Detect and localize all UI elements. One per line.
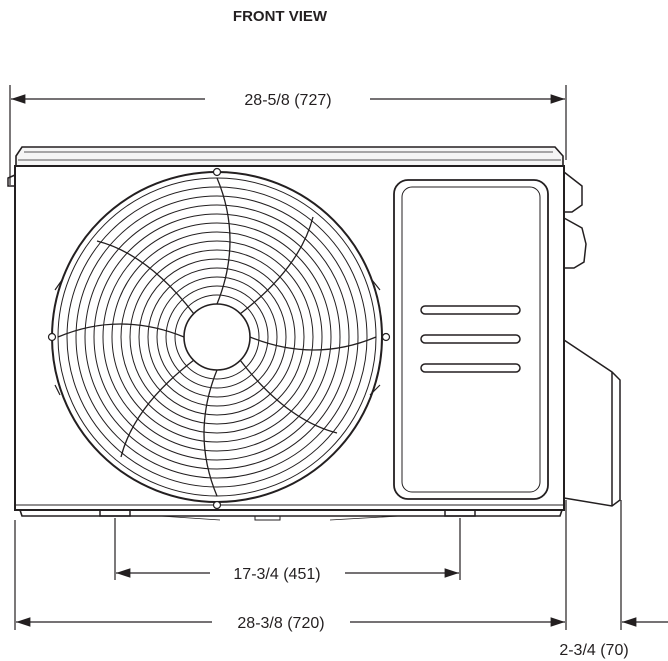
unit-body (7, 146, 565, 521)
dimension-side-offset (620, 500, 668, 630)
dimension-bottom (14, 500, 567, 630)
side-offset-label: 2-3/4 (70) (559, 642, 628, 659)
dimension-foot-spacing (114, 518, 461, 580)
dimension-top (9, 85, 567, 185)
overall-width-label: 28-5/8 (727) (244, 92, 331, 109)
foot-spacing-label: 17-3/4 (451) (233, 566, 320, 583)
body-width-label: 28-3/8 (720) (237, 615, 324, 632)
access-panel (393, 179, 549, 500)
service-bracket (563, 171, 621, 507)
fan-grille (47, 167, 391, 510)
view-title: FRONT VIEW (232, 8, 328, 25)
